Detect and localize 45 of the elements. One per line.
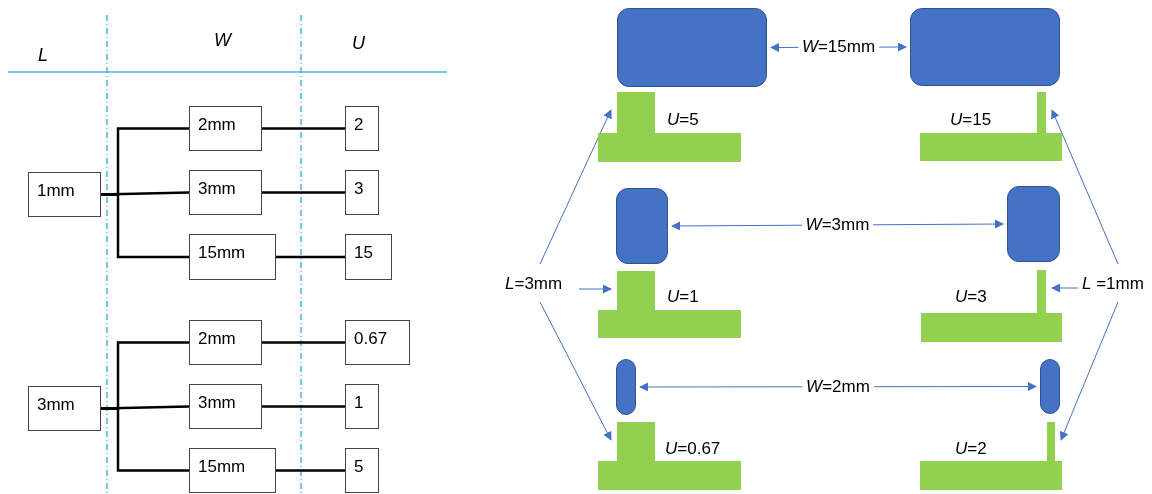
connector-line	[276, 469, 345, 472]
arrow	[1051, 109, 1119, 265]
value-box: 3	[345, 170, 379, 215]
arrow	[539, 301, 612, 441]
column-header: L	[38, 45, 48, 66]
column-header: U	[352, 33, 365, 54]
value-box: 0.67	[345, 320, 410, 365]
arrow	[578, 284, 612, 294]
column-header: W	[214, 30, 231, 51]
value-box: 1mm	[28, 172, 101, 217]
connector-line	[101, 407, 189, 472]
value-box: 15mm	[189, 448, 276, 493]
dimension-label: L=3mm	[505, 274, 575, 296]
value-label: U=1	[667, 287, 699, 307]
value-box: 2mm	[189, 106, 262, 151]
value-box: 3mm	[189, 170, 262, 215]
value-box: 1	[345, 384, 379, 429]
value-label: U=2	[955, 439, 987, 459]
arrow	[539, 109, 612, 265]
connector-line	[262, 191, 345, 194]
rounded-block	[617, 8, 767, 87]
value-box: 2mm	[189, 320, 262, 365]
value-label: U=3	[955, 287, 987, 307]
dimension-label: L =1mm	[1082, 274, 1152, 296]
value-box: 2	[345, 106, 379, 151]
connector-line	[262, 127, 345, 130]
value-label: U=15	[950, 110, 992, 130]
arrow	[1051, 283, 1079, 293]
rounded-block	[910, 8, 1060, 86]
value-box: 5	[345, 448, 379, 493]
value-box: 15	[345, 234, 392, 280]
arrow	[1059, 301, 1119, 441]
rounded-block	[1007, 186, 1060, 262]
value-label: U=0.67	[665, 439, 721, 459]
rounded-block	[1040, 359, 1060, 414]
value-label: U=5	[667, 110, 699, 130]
connector-line	[262, 405, 345, 408]
value-box: 15mm	[189, 234, 276, 280]
connector-line	[262, 341, 345, 344]
rounded-block	[616, 188, 668, 264]
connector-line	[101, 193, 189, 259]
value-box: 3mm	[189, 384, 262, 429]
rounded-block	[616, 359, 636, 415]
value-box: 3mm	[28, 386, 101, 431]
connector-line	[276, 255, 345, 259]
